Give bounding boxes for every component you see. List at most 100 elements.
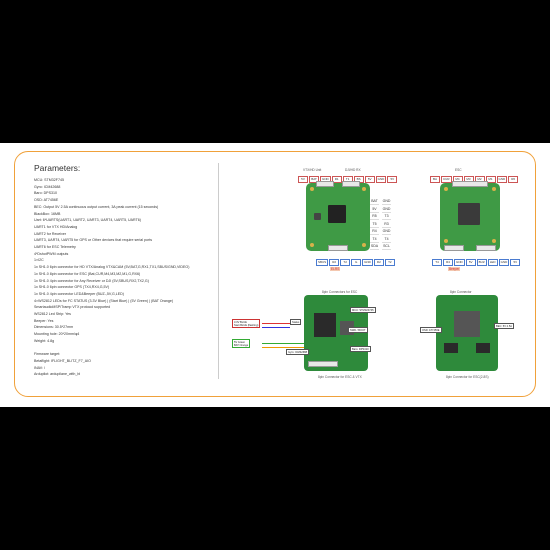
parameter-line: UART2 for Receiver: [34, 231, 67, 236]
parameter-line: Weight: 4.8g: [34, 338, 55, 343]
br-bottom-label: 8pin Connector for ESC(2-8S): [446, 375, 489, 379]
parameter-line: Dimensions: 30.5*27mm: [34, 325, 74, 330]
divider: [218, 163, 219, 379]
pin-label: GND: [382, 199, 391, 205]
parameter-line: Firmware target:: [34, 352, 61, 357]
parameters-title: Parameters:: [34, 163, 81, 173]
pin-label: 5V: [387, 176, 398, 183]
led-callout-green: 5V Green: [234, 340, 246, 344]
pin-label: 5V: [465, 259, 476, 266]
pin-label: R1: [331, 176, 342, 183]
pin-label: M1: [485, 176, 496, 183]
parameter-line: UART6 for ESC Telemetry: [34, 245, 76, 250]
beeper-label: Beeper: [448, 267, 461, 271]
pin-label: GND: [362, 259, 373, 266]
parameter-line: 1x SH1.0 4pin connector LED&Beeper (BUZ-…: [34, 291, 124, 296]
dji-header-label: DJI/HD RX: [345, 168, 361, 172]
pin-label: T3: [382, 213, 391, 220]
top-right-board: [440, 181, 500, 251]
osd-callout: OSD: AT7456E: [420, 327, 442, 334]
pin-label: T4: [370, 236, 379, 243]
bl-bottom-label: 8pin Connector for ESC & VTX: [318, 375, 362, 379]
parameter-line: 1x SH1.0 8pin connector for ESC (Bat,CUR…: [34, 271, 141, 276]
parameter-line: WS2812 Led Strip: Yes: [34, 312, 71, 317]
parameter-line: INAV: /: [34, 365, 45, 370]
parameter-line: Ardupilot: ardupilane_with_bl: [34, 372, 81, 377]
br-top-label: 8pin Connector: [450, 290, 472, 294]
pin-label: GND: [382, 229, 391, 235]
pin-label: LED: [487, 259, 498, 266]
pin-label: R4: [443, 259, 453, 266]
pin-label: T2: [384, 259, 395, 266]
parameter-line: BEC: Output 5V 2.5A continuous output cu…: [34, 204, 159, 209]
vtx-header-label: VTX/HD Unit: [303, 168, 322, 172]
parameter-line: 1x SH1.0 6pin connector GPS (TX4,RX4,G,5…: [34, 285, 110, 290]
baro-callout: Baro: DPS310: [350, 346, 371, 353]
led-callout-blue: 3.3V BLUE: [234, 320, 247, 324]
pin-label: SBUS: [316, 259, 329, 266]
parameter-line: 1×I2C: [34, 258, 44, 263]
parameter-line: [34, 345, 214, 352]
sheet-frame: [14, 151, 536, 397]
pin-label: BAT: [309, 176, 319, 183]
parameter-line: Baro: DPS310: [34, 191, 57, 196]
parameter-line: MCU: STM32F745: [34, 178, 64, 182]
pin-label: GND: [496, 176, 508, 183]
led-callout-2: 5V Green BAT Orange: [232, 339, 251, 349]
parameter-line: 4*DshotPWM outputs: [34, 251, 69, 256]
parameter-line: OSD: AT7456E: [34, 198, 59, 203]
led-callout: 3.3V BLUE Start BLUE (flashing): [232, 319, 261, 329]
pin-label: T5: [370, 221, 379, 228]
pin-label: 5V: [364, 176, 375, 183]
status-box: Status: [290, 319, 302, 326]
parameter-line: SmartaudioMSP/Tramp VTX protocol support…: [34, 305, 111, 310]
pin-label: CUR: [441, 176, 452, 183]
parameter-line: 4×WS2812 LEDs for FC STATUS (3.3V Blue) …: [34, 298, 174, 303]
pin-label: R4: [370, 228, 379, 235]
pin-label: T4: [432, 259, 442, 266]
pin-label: R2: [329, 259, 340, 266]
gyro-callout: Gyro: ICM42688: [286, 349, 310, 356]
bl-swd-label: SWD / BOOT: [348, 327, 368, 334]
esc-label: ESC: [455, 168, 462, 172]
led-callout-orange: BAT Orange: [234, 343, 249, 347]
pin-label: T2: [340, 259, 351, 266]
bottom-right-board: [436, 295, 498, 371]
led-callout-start: Start BLUE (flashing): [234, 323, 259, 327]
pin-label: 5V: [510, 259, 521, 266]
pin-label: GND: [382, 206, 391, 213]
parameter-line: Beeper: Yes: [34, 318, 54, 323]
top-left-board: [306, 181, 370, 251]
parameter-line: BlackBox: 16MB: [34, 211, 61, 216]
elrs-label: ELRS: [330, 267, 341, 271]
mcu-callout: MCU: STM32F745: [350, 307, 376, 314]
pin-label: SDA: [370, 244, 379, 250]
parameter-line: Betaflight: IFLIGHT_BLITZ_F7_AIO: [34, 358, 91, 363]
parameter-line: UART3, UART4, UART5 for GPS or Other dev…: [34, 238, 153, 243]
parameter-line: 1x SH1.0 4pin connector for Any Receiver…: [34, 278, 149, 283]
pin-label: GND: [498, 259, 510, 266]
pin-label: BUZ: [476, 259, 487, 266]
pin-label: 5V: [370, 206, 379, 213]
parameter-line: Gyro: ICM42688: [34, 184, 61, 189]
pin-label: SCL: [382, 244, 391, 250]
pin-label: R3: [382, 221, 391, 228]
bec-callout: BEC: 5V 2.5A: [494, 323, 515, 330]
pin-label: T4: [382, 236, 391, 243]
pin-label: R2: [373, 259, 384, 266]
pin-label: BAT: [370, 199, 379, 205]
pin-label: R6: [508, 176, 519, 183]
pin-label: GND: [375, 176, 387, 183]
parameter-line: Uart: 6*UARTS(UART1, UART2, UART3, UART4…: [34, 218, 141, 223]
pin-label: G: [351, 259, 362, 266]
parameter-line: 1x SH1.0 6pin connector for HD VTX/Analo…: [34, 265, 190, 270]
pin-label: BA: [430, 176, 440, 183]
